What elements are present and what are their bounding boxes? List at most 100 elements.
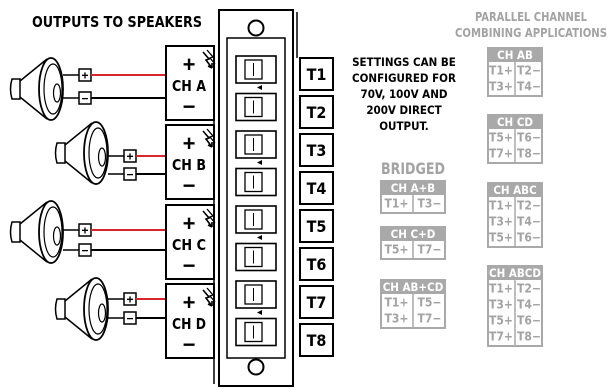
terminal-label: T6 (299, 247, 334, 281)
terminal-slot (235, 235, 277, 272)
combination-box: CH A+BT1+T3− (380, 180, 446, 214)
plus-sign: + (126, 293, 133, 307)
terminal-label-box (299, 95, 334, 129)
lightning-arrow-icon (202, 130, 213, 148)
speaker-cone-ring (43, 206, 63, 258)
plus-sign: + (183, 131, 196, 156)
combination-box-header: CH AB (497, 48, 533, 62)
minus-sign: − (183, 332, 196, 357)
terminal-slot (235, 55, 277, 84)
terminal-label-text: T6 (307, 255, 327, 274)
plus-sign: + (81, 69, 88, 83)
speaker-icon (9, 200, 64, 264)
terminal-label-box (299, 285, 334, 319)
combination-terminal: T7− (418, 243, 442, 257)
lightning-arrow-icon (206, 287, 216, 303)
terminal-slots (235, 55, 277, 347)
channel-blocks: +CH A−+CH B−+CH C−+CH D− (165, 45, 216, 359)
minus-sign: − (126, 312, 133, 326)
combination-terminal: T4− (517, 80, 541, 94)
terminal-block-inner (226, 37, 286, 359)
combination-terminal: T2− (517, 282, 541, 296)
lightning-arrow-icon (202, 51, 213, 69)
terminal-slot (235, 130, 277, 159)
combination-terminal: T6− (517, 231, 541, 245)
plus-sign: + (126, 150, 133, 164)
speaker-dust-cap (97, 147, 107, 167)
speaker-cone-ring (88, 283, 108, 335)
speaker-dust-cap (52, 83, 62, 103)
combination-terminal: T4− (517, 298, 541, 312)
combination-box-header: CH AB+CD (383, 280, 444, 294)
terminal-label-box (299, 171, 334, 205)
speaker-terminals: +− (63, 68, 92, 106)
combination-box: CH C+D T5+ T7− (380, 226, 446, 260)
combination-terminal: T6− (517, 131, 541, 145)
mounting-hole-top (247, 19, 265, 37)
combination-terminal: T5+ (385, 243, 409, 257)
settings-note-line: 200V DIRECT (366, 103, 441, 117)
terminal-slot (235, 205, 277, 234)
terminal-label-box (299, 323, 334, 357)
parallel-title-line2: COMBINING APPLICATIONS (455, 26, 607, 40)
terminal-label-box (299, 57, 334, 91)
combination-terminal: T4− (517, 215, 541, 229)
speaker-terminals: +− (108, 149, 137, 182)
terminal-label: T5 (299, 209, 334, 243)
combination-terminal: T2− (517, 64, 541, 78)
combination-terminal: T2− (517, 199, 541, 213)
terminal-label: T7 (299, 285, 334, 319)
combination-box-header: CH CD (497, 115, 533, 129)
terminal-label-text: T3 (307, 141, 327, 160)
channel-label: CH C (172, 236, 206, 254)
combination-terminal: T1+ (489, 282, 513, 296)
minus-sign: − (126, 168, 133, 182)
combination-terminal: T7− (418, 312, 442, 326)
combination-box-header: CH ABC (493, 183, 536, 197)
terminal-block (213, 9, 298, 387)
lightning-arrow-icon (202, 210, 213, 228)
settings-note-line: OUTPUT. (379, 119, 428, 133)
terminal-label: T8 (299, 323, 334, 357)
minus-sign: − (183, 173, 196, 198)
combination-terminal: T3+ (489, 298, 513, 312)
combination-terminal: T3+ (489, 215, 513, 229)
combination-terminal: T5+ (489, 231, 513, 245)
settings-note: SETTINGS CAN BE CONFIGURED FOR 70V, 100V… (352, 55, 456, 133)
outputs-title: OUTPUTS TO SPEAKERS (32, 13, 202, 31)
speaker-cone (38, 200, 64, 264)
channel-block: +CH B− (165, 124, 216, 200)
speaker-terminals: +− (108, 292, 137, 326)
combination-terminal: T8− (517, 330, 541, 344)
polarity-arrow-icon (257, 235, 262, 240)
terminal-slot (235, 280, 277, 309)
settings-note-line: CONFIGURED FOR (352, 71, 456, 85)
terminal-label-text: T5 (307, 217, 327, 236)
minus-sign: − (183, 253, 196, 278)
lightning-arrow-icon (202, 289, 213, 307)
plus-sign: + (183, 52, 196, 77)
speaker-dust-cap (52, 226, 62, 246)
channel-block: +CH A− (165, 45, 216, 121)
terminal-label-text: T7 (307, 293, 327, 312)
combination-terminal: T3− (418, 197, 442, 211)
combination-box-header: CH C+D (391, 227, 436, 241)
speaker-wires (91, 74, 166, 319)
terminal-label-box (299, 209, 334, 243)
terminal-slot (235, 85, 277, 122)
terminal-label: T4 (299, 171, 334, 205)
terminal-label-text: T1 (307, 65, 327, 84)
speaker-cone (83, 121, 109, 185)
mounting-hole-bottom (247, 358, 265, 376)
combination-terminal: T7+ (489, 147, 513, 161)
speaker-magnet (54, 298, 66, 320)
terminal-label-text: T4 (307, 179, 327, 198)
minus-sign: − (81, 92, 88, 106)
lightning-arrow-icon (206, 208, 216, 224)
